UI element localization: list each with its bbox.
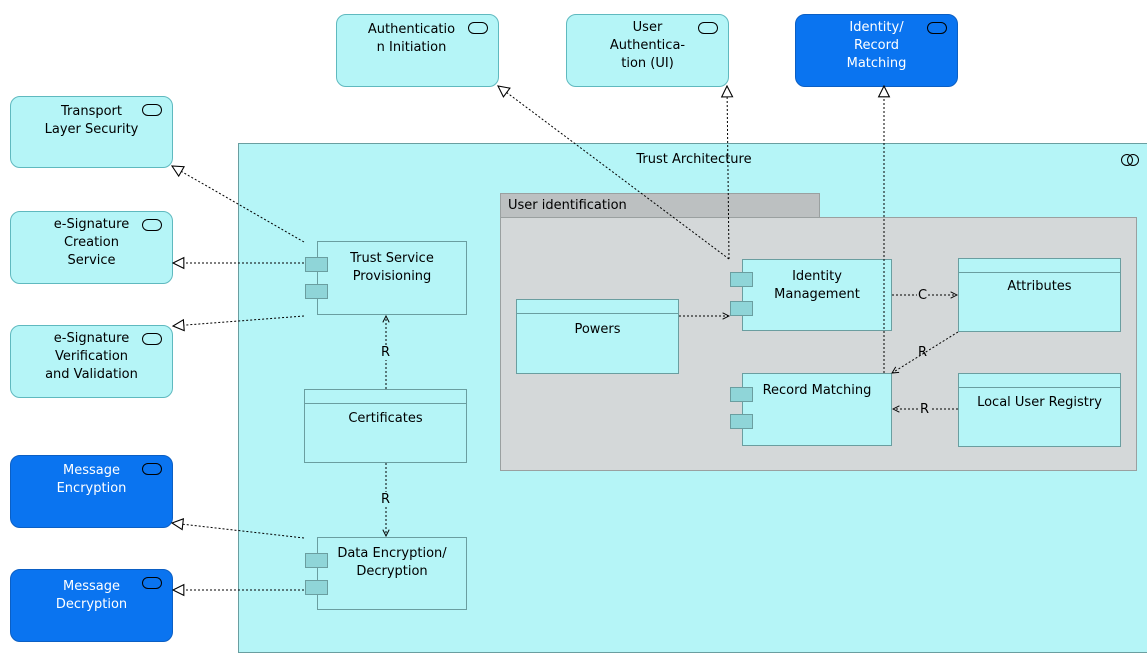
collaboration-icon <box>1121 154 1141 166</box>
esignature-verification-label: e-Signature Verification and Validation <box>45 331 138 382</box>
component-port-icon <box>305 257 328 272</box>
esignature-verification-service[interactable]: e-Signature Verification and Validation <box>10 325 173 398</box>
user-identification-label: User identification <box>508 198 627 213</box>
local-user-registry-label: Local User Registry <box>977 395 1102 410</box>
transport-layer-security-service[interactable]: Transport Layer Security <box>10 96 173 168</box>
authentication-initiation-service[interactable]: Authenticatio n Initiation <box>336 14 499 87</box>
attributes-object[interactable]: Attributes <box>958 258 1121 332</box>
user-authentication-label: User Authentica- tion (UI) <box>609 20 686 71</box>
trust-service-provisioning-label: Trust Service Provisioning <box>350 251 434 284</box>
powers-object[interactable]: Powers <box>516 299 679 374</box>
access-attributes-record-matching <box>892 331 959 373</box>
service-icon <box>142 333 162 345</box>
user-identification-tab: User identification <box>500 193 820 218</box>
data-encryption-component[interactable]: Data Encryption/ Decryption <box>305 537 467 610</box>
realization-transport-layer-security <box>172 166 305 243</box>
powers-label: Powers <box>574 322 621 337</box>
service-icon <box>468 22 488 34</box>
message-decryption-service[interactable]: Message Decryption <box>10 569 173 642</box>
certificates-object[interactable]: Certificates <box>304 389 467 463</box>
message-encryption-label: Message Encryption <box>56 463 127 496</box>
component-port-icon <box>305 580 328 595</box>
certificates-label: Certificates <box>348 411 423 426</box>
realization-user-authentication <box>727 86 729 260</box>
service-icon <box>698 22 718 34</box>
realization-esignature-verification <box>173 315 305 326</box>
realization-message-encryption <box>172 523 305 539</box>
component-port-icon <box>730 301 753 316</box>
service-icon <box>142 463 162 475</box>
service-icon <box>142 577 162 589</box>
component-port-icon <box>305 553 328 568</box>
component-port-icon <box>730 272 753 287</box>
identity-record-matching-service[interactable]: Identity/ Record Matching <box>795 14 958 87</box>
edge-label-certificates-tsp: R <box>381 345 391 360</box>
service-icon <box>927 22 947 34</box>
trust-service-provisioning-component[interactable]: Trust Service Provisioning <box>305 241 467 315</box>
local-user-registry-object[interactable]: Local User Registry <box>958 373 1121 447</box>
identity-management-label: Identity Management <box>774 269 860 302</box>
edge-label-registry-record-matching: R <box>919 402 931 417</box>
user-authentication-service[interactable]: User Authentica- tion (UI) <box>566 14 729 87</box>
attributes-label: Attributes <box>1007 279 1072 294</box>
transport-layer-security-label: Transport Layer Security <box>44 104 139 137</box>
message-encryption-service[interactable]: Message Encryption <box>10 455 173 528</box>
message-decryption-label: Message Decryption <box>55 579 128 612</box>
component-port-icon <box>730 387 753 402</box>
record-matching-component[interactable]: Record Matching <box>730 373 892 446</box>
service-icon <box>142 219 162 231</box>
authentication-initiation-label: Authenticatio n Initiation <box>367 22 456 55</box>
identity-management-component[interactable]: Identity Management <box>730 259 892 331</box>
edge-label-idm-attributes: C <box>917 288 929 303</box>
edge-label-certificates-data-encryption: R <box>381 492 391 507</box>
edge-label-attributes-record-matching: R <box>918 345 928 360</box>
component-port-icon <box>730 414 753 429</box>
identity-record-matching-label: Identity/ Record Matching <box>846 20 907 71</box>
service-icon <box>142 104 162 116</box>
record-matching-label: Record Matching <box>762 383 872 398</box>
realization-authentication-initiation <box>498 86 730 260</box>
component-port-icon <box>305 284 328 299</box>
esignature-creation-service[interactable]: e-Signature Creation Service <box>10 211 173 284</box>
data-encryption-label: Data Encryption/ Decryption <box>337 546 447 579</box>
trust-architecture-label: Trust Architecture <box>636 152 752 167</box>
esignature-creation-label: e-Signature Creation Service <box>53 217 130 268</box>
